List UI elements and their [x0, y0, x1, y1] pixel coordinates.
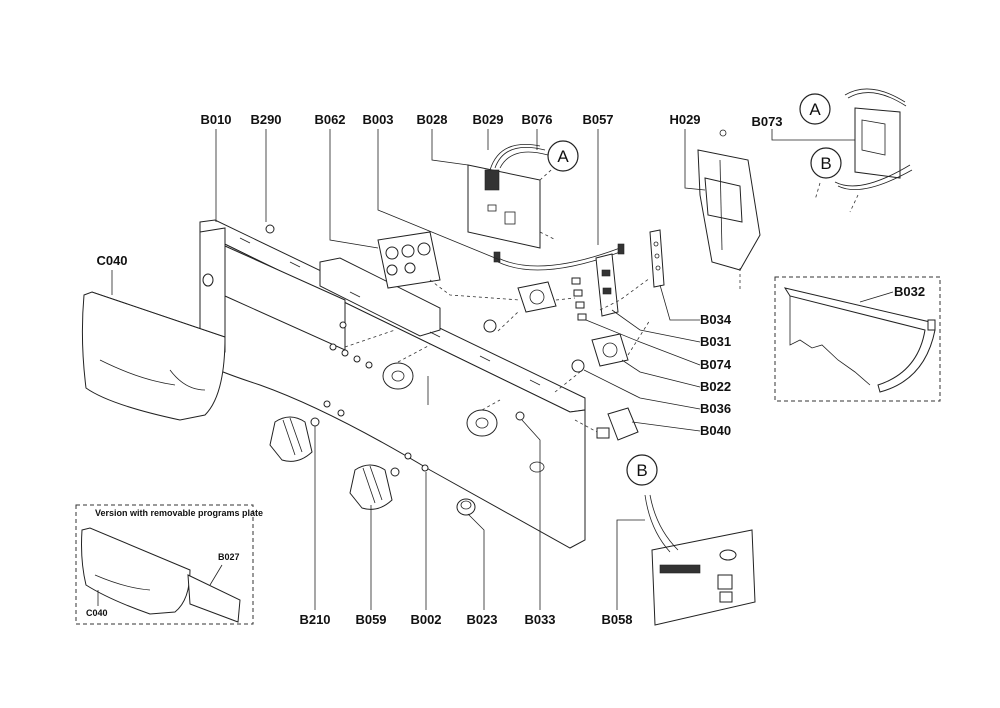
label-b003: B003 — [362, 112, 393, 127]
label-b027: B027 — [218, 552, 240, 562]
label-b058: B058 — [601, 612, 632, 627]
knob-b023 — [456, 498, 476, 516]
label-b074: B074 — [700, 357, 732, 372]
label-b031: B031 — [700, 334, 731, 349]
label-b040: B040 — [700, 423, 731, 438]
switch-b040 — [596, 407, 639, 441]
inset-box-b032 — [774, 276, 941, 402]
label-b057: B057 — [582, 112, 613, 127]
timer-b003 — [517, 281, 557, 313]
label-b076: B076 — [521, 112, 552, 127]
callout-a-2: A — [799, 93, 831, 125]
part-labels: B010 B290 B062 B003 B028 B029 B076 B057 … — [86, 112, 925, 627]
callout-a-1: A — [547, 140, 579, 172]
label-b032: B032 — [894, 284, 925, 299]
label-h029: H029 — [669, 112, 700, 127]
svg-text:A: A — [557, 147, 569, 166]
label-b010: B010 — [200, 112, 231, 127]
label-b036: B036 — [700, 401, 731, 416]
label-c040: C040 — [96, 253, 127, 268]
svg-text:A: A — [809, 100, 821, 119]
label-b002: B002 — [410, 612, 441, 627]
switch-b031 — [595, 253, 619, 317]
label-b028: B028 — [416, 112, 447, 127]
pcb-b028 — [467, 144, 549, 249]
callout-b-2: B — [626, 454, 658, 486]
label-b033: B033 — [524, 612, 555, 627]
drawer-handle-c040 — [81, 291, 226, 421]
button-block-b062 — [377, 231, 441, 289]
label-b023: B023 — [466, 612, 497, 627]
contacts-b074 — [571, 277, 587, 321]
bracket-h029 — [697, 129, 761, 271]
part-b032 — [783, 287, 936, 393]
timer-b022 — [591, 333, 629, 367]
label-b290: B290 — [250, 112, 281, 127]
callout-b-1: B — [810, 147, 842, 179]
leader-lines — [97, 129, 894, 610]
inset-box-removable-plate — [75, 504, 254, 625]
pcb-b073 — [834, 88, 913, 190]
label-b062: B062 — [314, 112, 345, 127]
svg-text:B: B — [820, 154, 831, 173]
pcb-b058 — [644, 494, 756, 626]
knob-b059 — [349, 464, 393, 510]
control-panel-b010 — [199, 219, 586, 549]
screws — [265, 224, 525, 477]
label-c040-inset: C040 — [86, 608, 108, 618]
knob-b210 — [269, 416, 313, 462]
inset-title: Version with removable programs plate — [95, 508, 263, 518]
programs-plate-b027 — [187, 574, 241, 623]
gear-b036 — [483, 319, 585, 373]
label-b059: B059 — [355, 612, 386, 627]
label-b073: B073 — [751, 114, 782, 129]
label-b210: B210 — [299, 612, 330, 627]
inset-drawer-handle — [81, 527, 191, 615]
connector-strip-b034 — [649, 229, 665, 288]
label-b022: B022 — [700, 379, 731, 394]
label-b029: B029 — [472, 112, 503, 127]
svg-text:B: B — [636, 461, 647, 480]
label-b034: B034 — [700, 312, 732, 327]
